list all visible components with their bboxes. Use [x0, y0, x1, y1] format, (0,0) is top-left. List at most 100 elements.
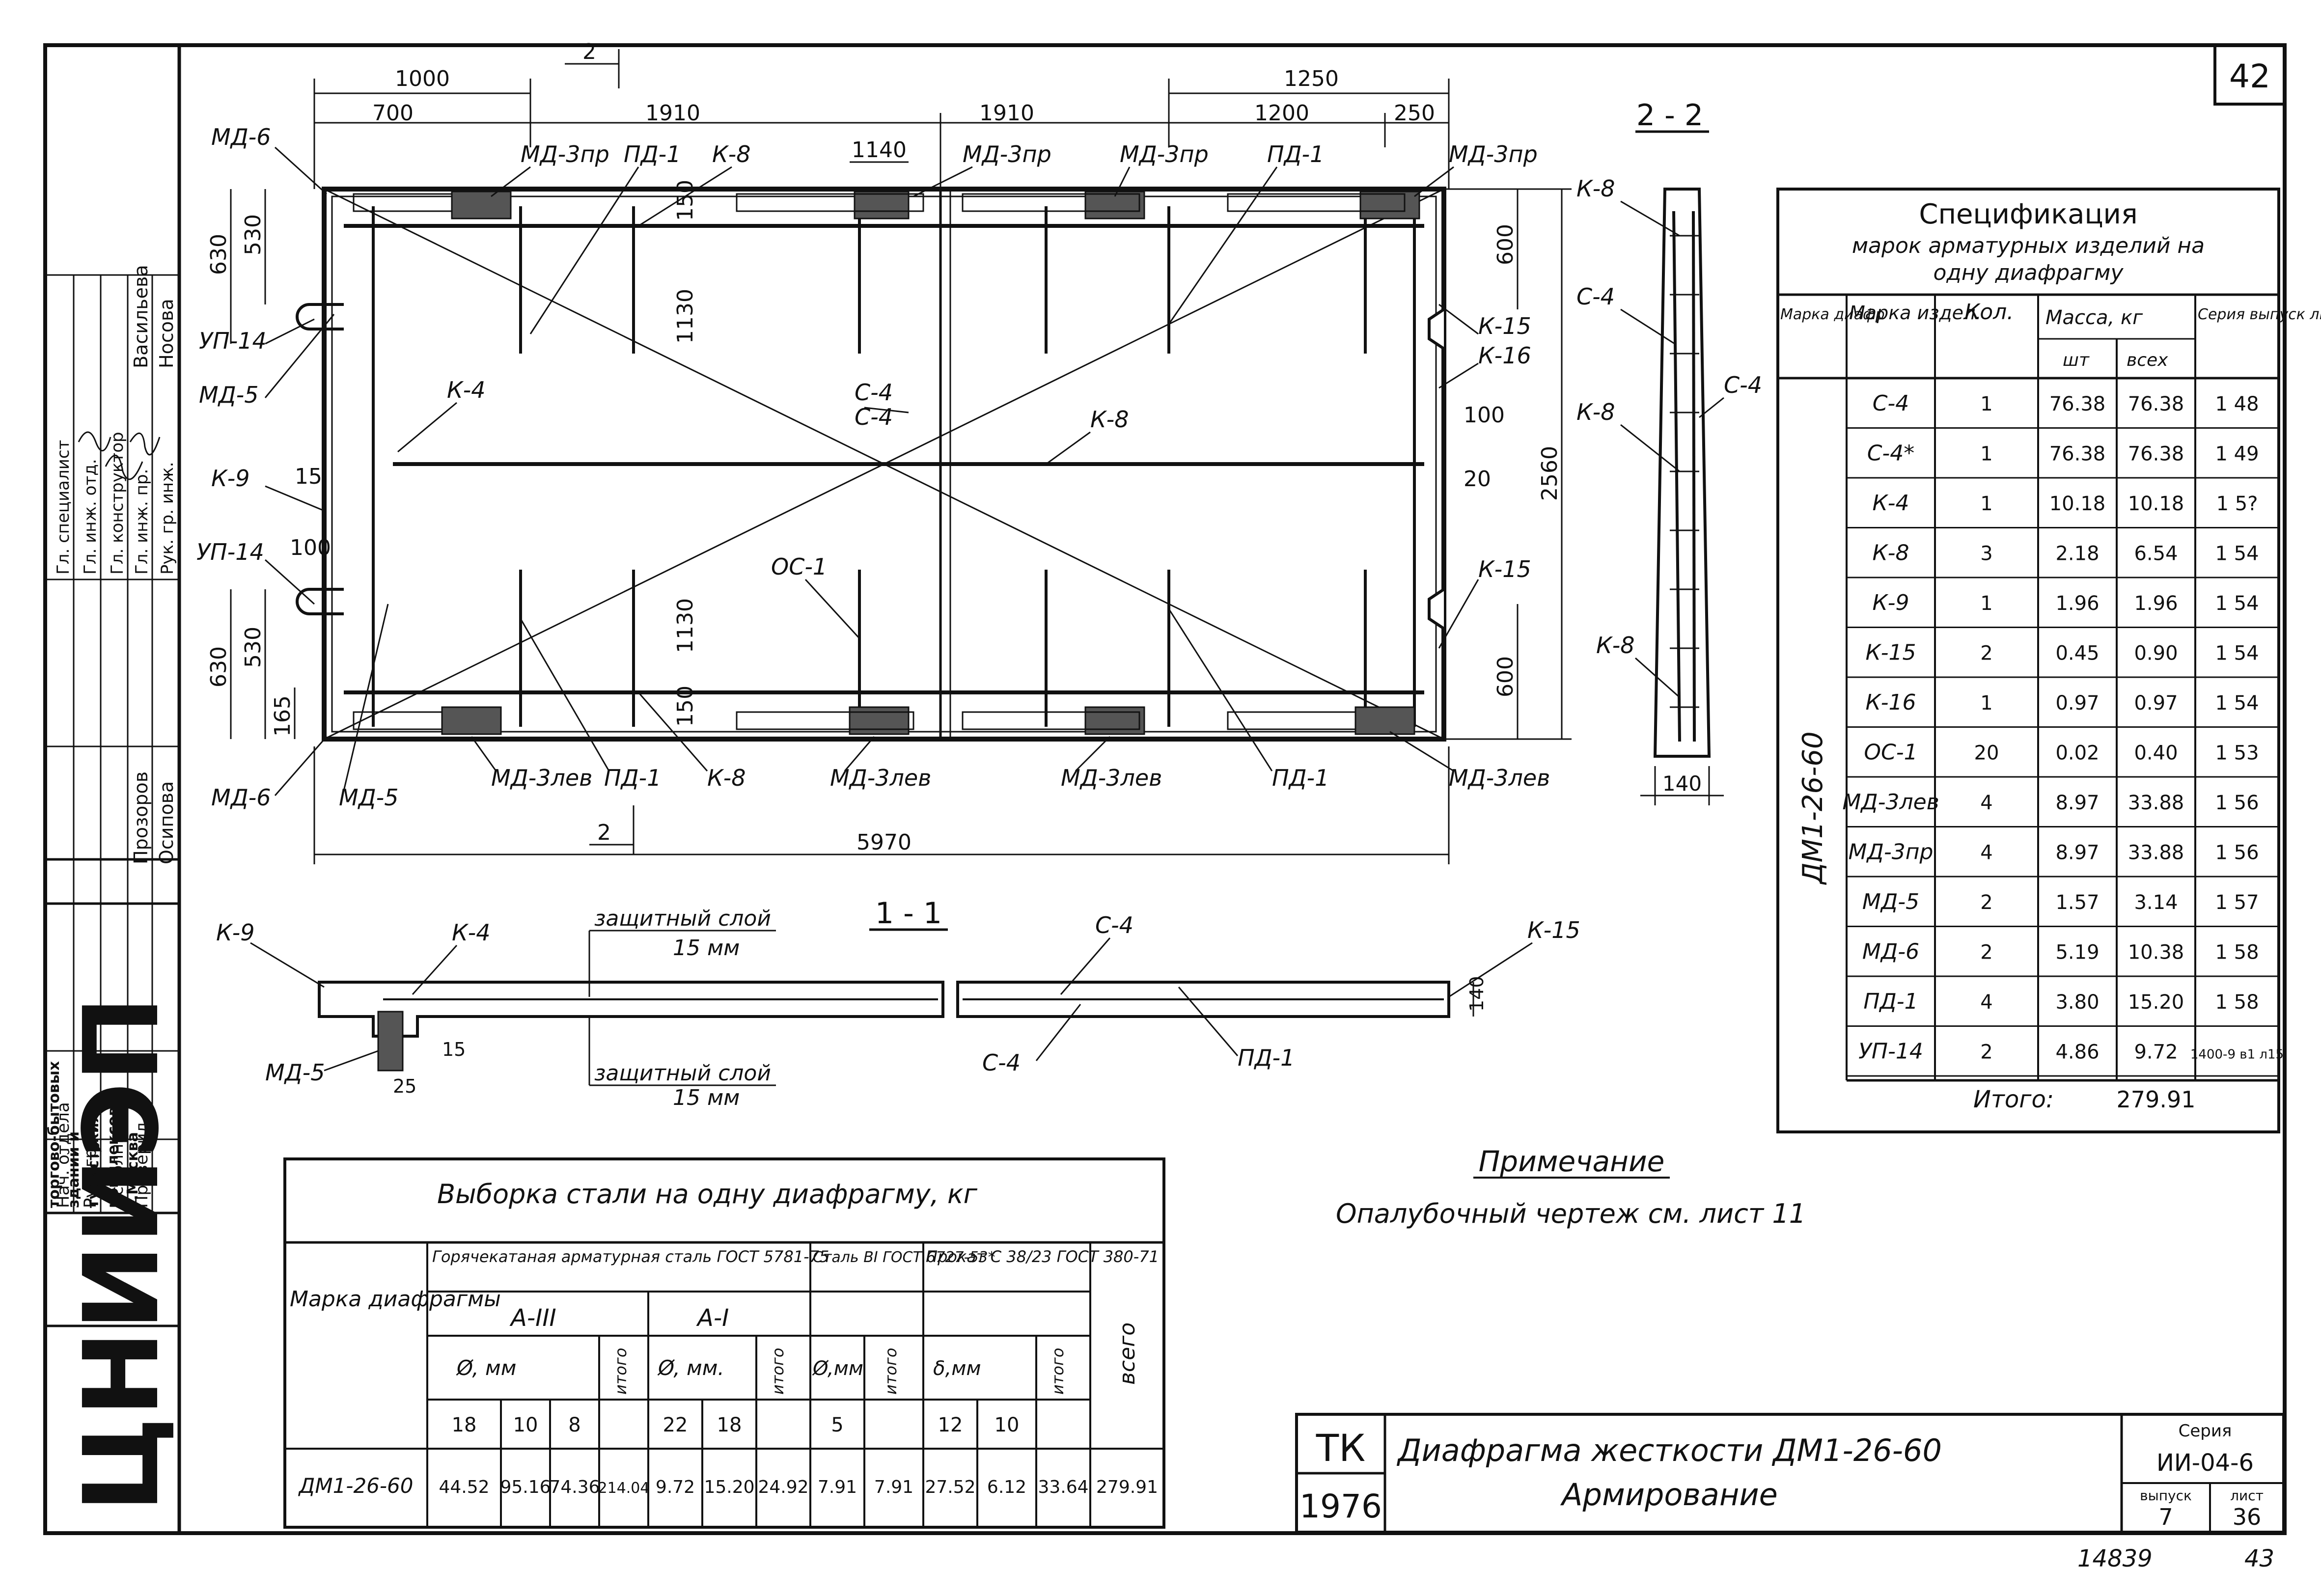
stamp-name-3: Прозоров — [130, 771, 152, 864]
spec-cell: 4 — [1980, 842, 1992, 864]
role-6: Нач. отдела — [54, 1102, 73, 1208]
label-up14-1: УП-14 — [199, 328, 267, 354]
dim-1910-a: 1910 — [645, 101, 700, 126]
sec11-label-md5: МД-5 — [265, 1059, 325, 1086]
dim-530-top: 530 — [241, 214, 266, 255]
reinforcement-plan: 1000 700 1910 1910 1250 1200 250 1140 2 … — [196, 39, 1572, 864]
dim-165: 165 — [270, 695, 295, 737]
label-k4: К-4 — [447, 377, 486, 403]
spec-item-mark: МД-5 — [1862, 889, 1919, 914]
spec-cell: 2.18 — [2055, 543, 2099, 565]
steel-header-bi: Сталь BI ГОСТ 6727-53* — [813, 1249, 995, 1266]
steel-header-diam-3: Ø,мм — [812, 1357, 863, 1380]
spec-cell: 3.80 — [2055, 991, 2099, 1014]
spec-item-mark: К-15 — [1865, 640, 1916, 665]
spec-subtitle-1: марок арматурных изделий на — [1852, 233, 2205, 258]
role-9: Проверил — [132, 1123, 152, 1208]
dim-2560: 2560 — [1537, 446, 1562, 501]
dim-1250: 1250 — [1284, 66, 1339, 91]
dim-15: 15 — [295, 464, 322, 489]
specification-table: Спецификация марок арматурных изделий на… — [1776, 188, 2321, 1133]
spec-header-seria: Серия выпуск лист — [2198, 306, 2321, 323]
label-md3pr-3: МД-3пр — [1120, 141, 1209, 167]
spec-cell: 15.20 — [2128, 991, 2184, 1014]
spec-cell: 0.97 — [2055, 692, 2099, 715]
dim-1130-bot: 1130 — [673, 598, 698, 653]
note-title: Примечание — [1479, 1145, 1665, 1178]
title-vypusk: 7 — [2158, 1504, 2173, 1530]
label-md3pr-1: МД-3пр — [521, 141, 609, 167]
dim-600-bot: 600 — [1493, 656, 1518, 697]
spec-item-mark: К-8 — [1872, 541, 1909, 566]
title-vypusk-label: выпуск — [2140, 1487, 2192, 1504]
spec-cell: 1400-9 в1 л15 — [2190, 1047, 2284, 1062]
steel-cell: 24.92 — [758, 1477, 808, 1497]
steel-size-8: 8 — [568, 1414, 580, 1436]
steel-header-a1: А-I — [696, 1304, 729, 1332]
label-k8-bot: К-8 — [707, 765, 746, 791]
role-8: Исполнил — [108, 1122, 127, 1208]
steel-size-5: 5 — [831, 1414, 843, 1436]
spec-header-marka-izd: Марка издел. — [1849, 302, 1981, 324]
label-up14-2: УП-14 — [196, 539, 264, 565]
spec-item-mark: МД-3пр — [1849, 840, 1934, 865]
label-k9: К-9 — [211, 465, 250, 492]
steel-header-hot-rolled: Горячекатаная арматурная сталь ГОСТ 5781… — [432, 1247, 829, 1266]
title-list: 36 — [2233, 1504, 2262, 1530]
dim-630-bot: 630 — [206, 646, 231, 688]
role-1: Гл. специалист — [54, 440, 73, 575]
role-4: Гл. инж. пр. — [132, 469, 152, 575]
spec-cell: 1.96 — [2134, 592, 2178, 615]
dim-100-left: 100 — [290, 535, 331, 560]
spec-cell: 2 — [1980, 1041, 1992, 1064]
spec-cell: 3.14 — [2134, 891, 2178, 914]
panel-outline — [322, 187, 1446, 742]
protective-layer-top-mm: 15 мм — [673, 936, 740, 961]
steel-header-marka: Марка диафрагмы — [290, 1287, 501, 1312]
dim-1130-top: 1130 — [673, 289, 698, 344]
sec11-label-c4-star: С-4 — [982, 1049, 1021, 1076]
spec-cell: 0.97 — [2134, 692, 2178, 715]
spec-cell: 0.02 — [2055, 742, 2099, 765]
steel-size-22: 22 — [663, 1414, 688, 1436]
sec22-label-c4-star: С-4 — [1724, 372, 1762, 398]
section-2-2: 2 - 2 К-8 С-4 К-8 С-4 К-8 140 — [1576, 98, 1762, 805]
label-md6-top: МД-6 — [211, 124, 271, 150]
spec-item-mark: МД-6 — [1862, 939, 1919, 964]
label-k8-top-1: К-8 — [712, 141, 751, 167]
sec22-label-k8-b: К-8 — [1576, 399, 1615, 425]
spec-cell: 0.90 — [2134, 642, 2178, 665]
sec11-label-k9: К-9 — [216, 919, 255, 946]
protective-layer-bot-mm: 15 мм — [673, 1085, 740, 1110]
sec11-dim-15: 15 — [442, 1039, 466, 1060]
spec-item-mark: К-9 — [1872, 590, 1909, 615]
label-pd1-bot-2: ПД-1 — [1272, 765, 1329, 791]
stamp-name-4: Осипова — [156, 781, 177, 864]
signature — [105, 455, 143, 480]
spec-item-mark: С-4* — [1867, 441, 1915, 466]
steel-cell: 9.72 — [656, 1477, 695, 1497]
dim-700: 700 — [372, 101, 414, 126]
org-line-3: туристских — [85, 1113, 102, 1208]
steel-header-itogo-4: итого — [1049, 1348, 1067, 1395]
steel-cell: 27.52 — [925, 1477, 975, 1497]
steel-header-diam-2: Ø, мм. — [657, 1356, 724, 1380]
dim-1000: 1000 — [395, 66, 450, 91]
label-md3lev-3: МД-3лев — [1061, 765, 1162, 791]
spec-header-vseh: всех — [2127, 350, 2168, 370]
title-tk: ТК — [1316, 1426, 1365, 1470]
protective-layer-bot: защитный слой — [594, 1061, 771, 1086]
sec22-dim-140: 140 — [1662, 771, 1702, 796]
org-line-4: комплексов — [105, 1107, 122, 1208]
steel-cell: 6.12 — [987, 1477, 1026, 1497]
section-11-left-part — [318, 981, 944, 1038]
spec-cell: 33.88 — [2128, 792, 2184, 814]
label-md3lev-1: МД-3лев — [491, 765, 592, 791]
title-block: ТК 1976 Диафрагма жесткости ДМ1-26-60 Ар… — [1295, 1413, 2285, 1534]
label-pd1-top-2: ПД-1 — [1267, 141, 1324, 167]
sheet-number: 43 — [2244, 1545, 2274, 1572]
spec-cell: 1 — [1980, 692, 1992, 715]
spec-cell: 1 58 — [2215, 941, 2259, 964]
left-stamp: Гл. специалист Гл. инж. отд. Гл. констру… — [45, 265, 182, 1513]
